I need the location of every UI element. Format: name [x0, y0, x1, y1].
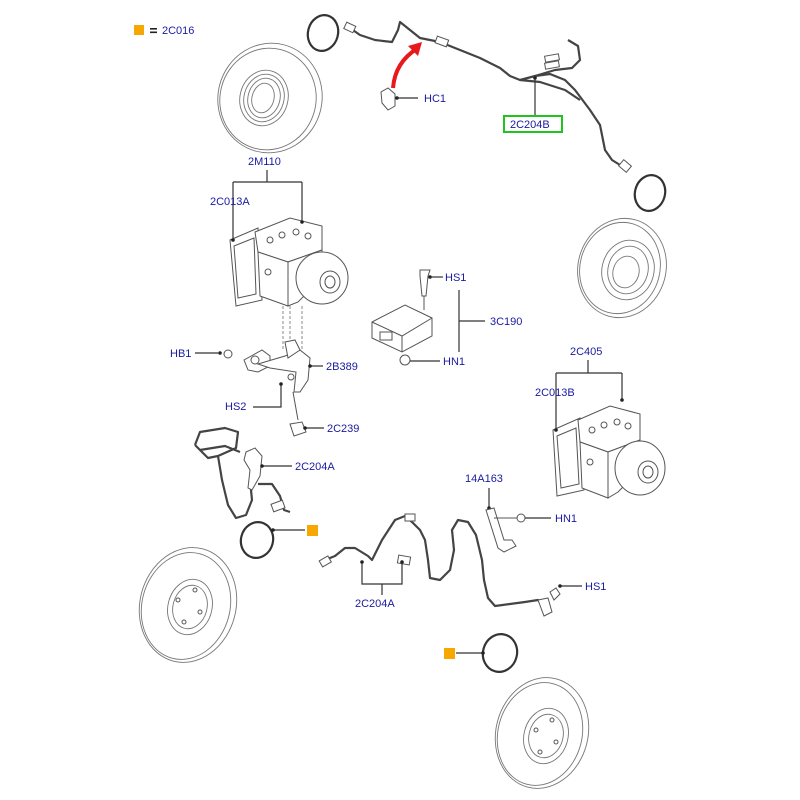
legend-orange-square-icon [134, 25, 144, 35]
highlight-box-2c204b[interactable] [503, 115, 563, 133]
red-arrow-icon [391, 42, 422, 89]
leader-dot [303, 426, 307, 430]
abs-sensor-ring-rear-left [306, 14, 340, 52]
leader-dot [400, 560, 404, 564]
leader-dot [279, 382, 283, 386]
harness-clip [380, 87, 418, 111]
leader-dot [271, 528, 275, 532]
brake-disc-front-right [494, 677, 590, 789]
orange-square-icon [444, 648, 455, 659]
leader-dot [554, 428, 558, 432]
bracket-2c204a-lower [361, 562, 403, 595]
abs-hydraulic-unit-2c405 [552, 405, 666, 499]
leader-dot [481, 651, 485, 655]
callout-2c405: 2C405 [570, 346, 602, 358]
callout-hn1-mid: HN1 [443, 356, 465, 368]
bracket-2c405 [555, 360, 623, 430]
bracket-14a163 [485, 507, 526, 553]
brake-disc-front-left [138, 547, 238, 663]
callout-hs1-low: HS1 [585, 581, 606, 593]
abs-sensor-ring-rear-right [633, 174, 667, 212]
callout-hc1: HC1 [424, 93, 446, 105]
brake-disc-rear-upper [217, 42, 323, 154]
abs-sensor-ring-front-right [481, 633, 519, 673]
abs-mounting-bracket [223, 339, 311, 437]
callout-2c204a-upper: 2C204A [295, 461, 335, 473]
callout-hs1-top: HS1 [445, 272, 466, 284]
callout-3c190: 3C190 [490, 316, 522, 328]
leader-dot [620, 398, 624, 402]
brake-disc-rear-right [577, 217, 667, 319]
legend-equals-icon [150, 28, 157, 30]
leader-dot [360, 560, 364, 564]
callout-2c239: 2C239 [327, 423, 359, 435]
abs-sensor-ring-front-left [239, 521, 275, 559]
callout-2c204b[interactable]: 2C204B [510, 119, 550, 131]
abs-hydraulic-unit-2m110 [229, 217, 349, 307]
callout-hn1-low: HN1 [555, 513, 577, 525]
callout-2c013a: 2C013A [210, 196, 250, 208]
yaw-rate-sensor-3c190 [371, 269, 433, 366]
callout-2b389: 2B389 [326, 361, 358, 373]
callout-2c013b: 2C013B [535, 387, 575, 399]
legend-part-label: 2C016 [162, 25, 194, 37]
callout-14a163: 14A163 [465, 473, 503, 485]
callout-hs2: HS2 [225, 401, 246, 413]
leader-dot [231, 238, 235, 242]
leader-2c204b-dot [533, 76, 537, 80]
leader-dot [218, 351, 222, 355]
leader-hs2 [253, 384, 282, 408]
legend: 2C016 [134, 25, 194, 37]
rear-abs-sensor-harness [343, 20, 633, 173]
orange-square-icon [307, 525, 318, 536]
callout-2m110: 2M110 [248, 156, 281, 168]
bracket-2m110 [232, 170, 303, 240]
leader-dot [260, 464, 264, 468]
leader-dot [558, 584, 562, 588]
front-abs-sensor-left [193, 426, 291, 520]
bracket-3c190 [458, 290, 485, 352]
callout-hb1: HB1 [170, 348, 191, 360]
legend-equals-icon-bar [150, 31, 157, 34]
callout-2c204a-lower: 2C204A [355, 598, 395, 610]
leader-dot [300, 220, 304, 224]
leader-dot [308, 364, 312, 368]
